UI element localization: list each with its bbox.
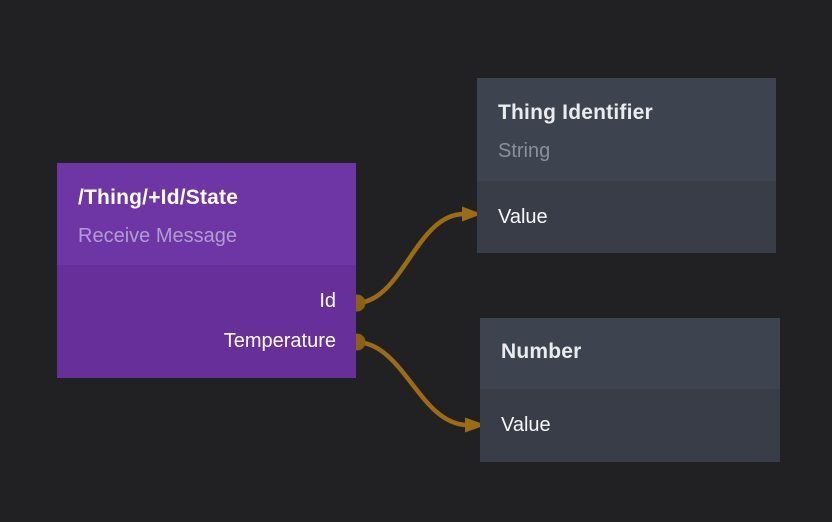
output-row-id[interactable]: Id xyxy=(57,281,356,321)
node-receive-message-header: /Thing/+Id/State Receive Message xyxy=(57,163,356,265)
output-row-temperature[interactable]: Temperature xyxy=(57,321,356,361)
wire-temperature-to-number[interactable] xyxy=(354,339,470,428)
input-row-value[interactable]: Value xyxy=(480,405,780,445)
node-subtitle: String xyxy=(498,140,551,162)
output-label-id: Id xyxy=(319,289,336,312)
input-label-value: Value xyxy=(498,205,548,228)
node-thing-identifier-inputs: Value xyxy=(477,181,776,253)
node-thing-identifier[interactable]: Thing Identifier String Value xyxy=(477,78,776,253)
node-subtitle: Receive Message xyxy=(78,225,237,247)
input-label-value: Value xyxy=(501,413,551,436)
wire-id-to-thing-identifier[interactable] xyxy=(354,211,467,306)
node-title: Thing Identifier xyxy=(498,101,653,124)
node-receive-message[interactable]: /Thing/+Id/State Receive Message Id Temp… xyxy=(57,163,356,378)
wire-arrowhead-number xyxy=(465,417,486,433)
node-title: Number xyxy=(501,340,582,363)
node-number-inputs: Value xyxy=(480,389,780,462)
node-thing-identifier-header: Thing Identifier String xyxy=(477,78,776,181)
node-title: /Thing/+Id/State xyxy=(78,186,239,209)
output-label-temperature: Temperature xyxy=(223,329,336,352)
node-number-header: Number xyxy=(480,318,780,389)
node-receive-message-outputs: Id Temperature xyxy=(57,265,356,378)
node-number[interactable]: Number Value xyxy=(480,318,780,462)
wire-arrowhead-thing-identifier xyxy=(462,206,482,222)
input-row-value[interactable]: Value xyxy=(477,197,776,237)
